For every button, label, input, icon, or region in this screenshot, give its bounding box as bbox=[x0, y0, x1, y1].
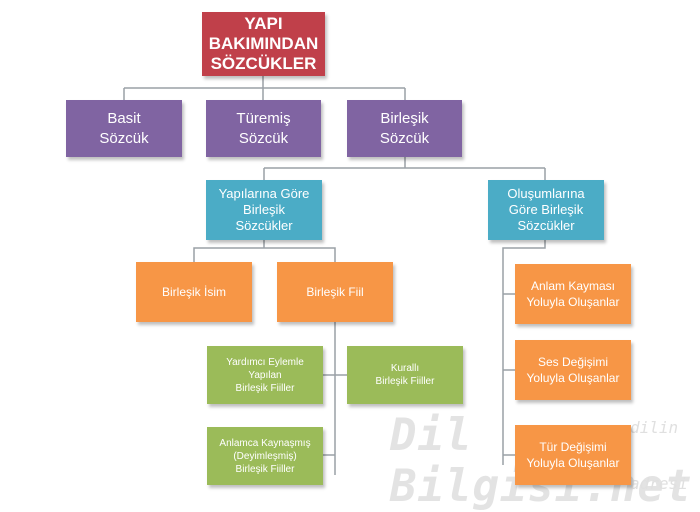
ses-label: Ses Değişimi Yoluyla Oluşanlar bbox=[526, 355, 620, 385]
watermark-top: dilin bbox=[630, 418, 679, 437]
basit-box: Basit Sözcük bbox=[66, 100, 182, 157]
tur-box: Tür Değişimi Yoluyla Oluşanlar bbox=[515, 425, 631, 485]
edge-fiil-children bbox=[323, 322, 347, 475]
kuralli-label: Kurallı Birleşik Fiiller bbox=[375, 363, 435, 387]
birlesik-label: Birleşik Sözcük bbox=[379, 109, 430, 147]
fiil-label: Birleşik Fiil bbox=[306, 285, 364, 299]
edge-yapilarina-children bbox=[193, 240, 336, 262]
root-label: YAPI BAKIMINDAN SÖZCÜKLER bbox=[208, 14, 319, 73]
birlesik-box: Birleşik Sözcük bbox=[347, 100, 462, 157]
isim-box: Birleşik İsim bbox=[136, 262, 252, 322]
tureme-label: Türemiş Sözcük bbox=[236, 109, 291, 147]
edge-root-children bbox=[123, 88, 406, 100]
watermark-bottom: adresi bbox=[630, 474, 688, 493]
ses-box: Ses Değişimi Yoluyla Oluşanlar bbox=[515, 340, 631, 400]
basit-label: Basit Sözcük bbox=[99, 109, 149, 147]
anlam-label: Anlam Kayması Yoluyla Oluşanlar bbox=[526, 279, 620, 309]
tureme-box: Türemiş Sözcük bbox=[206, 100, 321, 157]
anlamca-box: Anlamca Kaynaşmış (Deyimleşmiş) Birleşik… bbox=[207, 427, 323, 485]
edge-olusum-children bbox=[502, 240, 546, 465]
tur-label: Tür Değişimi Yoluyla Oluşanlar bbox=[526, 440, 620, 470]
connector-lines bbox=[123, 76, 546, 475]
anlam-box: Anlam Kayması Yoluyla Oluşanlar bbox=[515, 264, 631, 324]
yapilarina-label: Yapılarına Göre Birleşik Sözcükler bbox=[218, 186, 310, 233]
isim-label: Birleşik İsim bbox=[161, 285, 226, 299]
edge-birlesik-children bbox=[263, 168, 546, 180]
anlamca-label: Anlamca Kaynaşmış (Deyimleşmiş) Birleşik… bbox=[219, 437, 311, 475]
kuralli-box: Kurallı Birleşik Fiiller bbox=[347, 346, 463, 404]
yardimci-box: Yardımcı Eylemle Yapılan Birleşik Fiille… bbox=[207, 346, 323, 404]
olusumlarina-box: Oluşumlarına Göre Birleşik Sözcükler bbox=[488, 180, 604, 240]
yapilarina-box: Yapılarına Göre Birleşik Sözcükler bbox=[206, 180, 322, 240]
fiil-box: Birleşik Fiil bbox=[277, 262, 393, 322]
root-box: YAPI BAKIMINDAN SÖZCÜKLER bbox=[202, 12, 325, 76]
yardimci-label: Yardımcı Eylemle Yapılan Birleşik Fiille… bbox=[226, 356, 304, 394]
olusumlarina-label: Oluşumlarına Göre Birleşik Sözcükler bbox=[507, 186, 585, 233]
